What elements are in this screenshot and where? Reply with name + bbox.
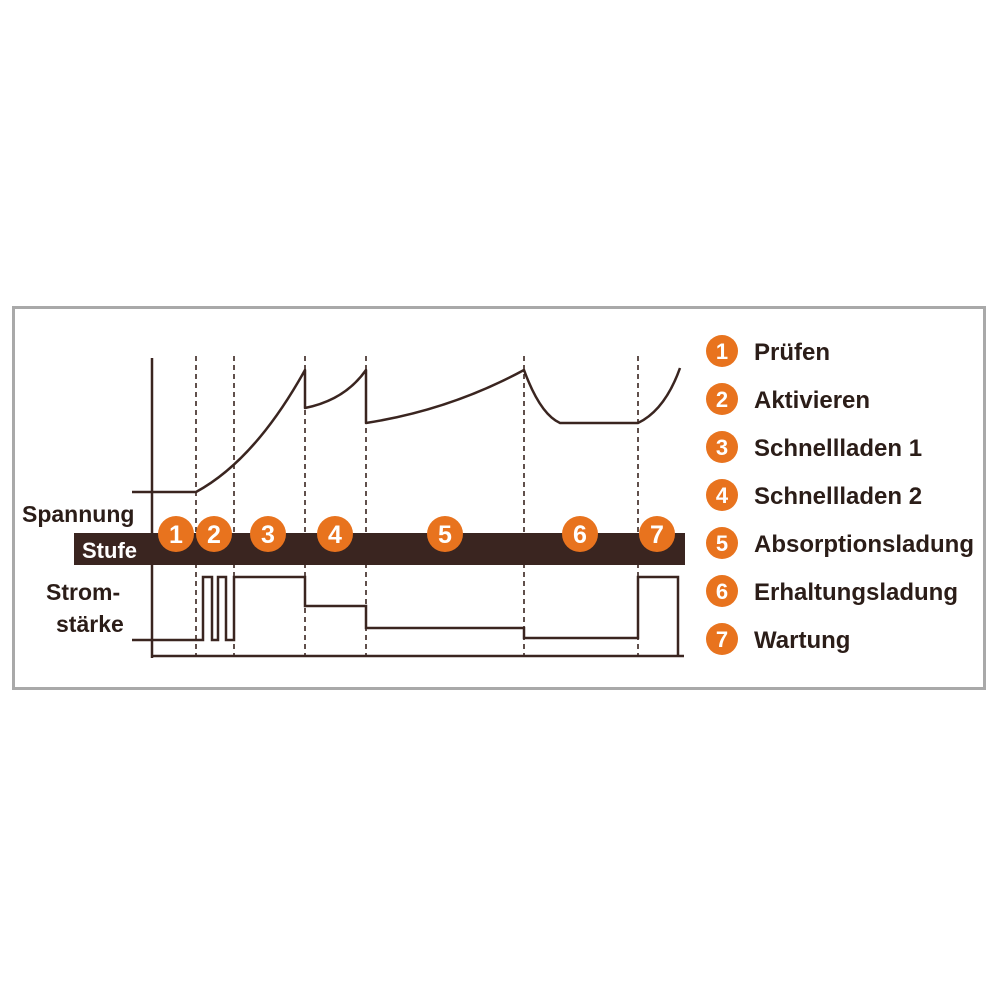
legend-circle — [706, 431, 738, 463]
stage-marker-circle — [427, 516, 463, 552]
legend-circle — [706, 383, 738, 415]
stage-marker-circle — [317, 516, 353, 552]
legend-label: Aktivieren — [754, 387, 870, 414]
legend-item-1: 1 Prüfen — [706, 335, 830, 367]
legend-circle — [706, 335, 738, 367]
legend-item-2: 2 Aktivieren — [706, 383, 870, 415]
stage-marker-1: 1 — [158, 516, 194, 552]
legend-number: 3 — [716, 435, 728, 460]
stage-marker-3: 3 — [250, 516, 286, 552]
legend-label: Erhaltungsladung — [754, 579, 958, 606]
legend-label: Absorptionsladung — [754, 531, 974, 558]
legend-label: Prüfen — [754, 339, 830, 366]
legend-number: 4 — [716, 483, 729, 508]
legend-item-6: 6 Erhaltungsladung — [706, 575, 958, 607]
stage-marker-6: 6 — [562, 516, 598, 552]
stage-marker-circle — [639, 516, 675, 552]
legend-item-5: 5 Absorptionsladung — [706, 527, 974, 559]
legend-number: 2 — [716, 387, 728, 412]
legend-circle — [706, 527, 738, 559]
legend-number: 6 — [716, 579, 728, 604]
legend-label: Schnellladen 1 — [754, 435, 922, 462]
stage-label: Stufe — [82, 538, 137, 563]
phase-separators — [195, 356, 639, 656]
current-label-line1: Strom- — [46, 579, 120, 605]
stage-marker-number: 1 — [169, 521, 183, 549]
stage-marker-number: 6 — [573, 521, 587, 549]
stage-marker-number: 7 — [650, 521, 664, 549]
stage-marker-5: 5 — [427, 516, 463, 552]
stage-marker-2: 2 — [196, 516, 232, 552]
legend-circle — [706, 575, 738, 607]
legend-number: 7 — [716, 627, 728, 652]
current-curve — [132, 575, 680, 656]
stage-marker-circle — [196, 516, 232, 552]
stage-marker-7: 7 — [639, 516, 675, 552]
stage-marker-circle — [158, 516, 194, 552]
stage-marker-number: 5 — [438, 521, 452, 549]
legend-item-7: 7 Wartung — [706, 623, 850, 655]
legend-label: Schnellladen 2 — [754, 483, 922, 510]
stage-legend: 1 Prüfen 2 Aktivieren 3 Schnellladen 1 4 Schnel… — [706, 335, 974, 655]
voltage-label: Spannung — [22, 501, 134, 527]
stage-marker-number: 3 — [261, 521, 275, 549]
stage-marker-circle — [250, 516, 286, 552]
legend-circle — [706, 479, 738, 511]
legend-label: Wartung — [754, 627, 850, 654]
current-label-line2: stärke — [56, 611, 124, 637]
legend-number: 5 — [716, 531, 728, 556]
diagram-frame — [12, 306, 986, 690]
stage-marker-4: 4 — [317, 516, 353, 552]
stage-marker-number: 2 — [207, 521, 221, 549]
legend-number: 1 — [716, 339, 728, 364]
voltage-curve — [132, 367, 682, 494]
stage-marker-number: 4 — [328, 521, 342, 549]
legend-item-3: 3 Schnellladen 1 — [706, 431, 922, 463]
legend-item-4: 4 Schnellladen 2 — [706, 479, 922, 511]
legend-circle — [706, 623, 738, 655]
stage-marker-circle — [562, 516, 598, 552]
